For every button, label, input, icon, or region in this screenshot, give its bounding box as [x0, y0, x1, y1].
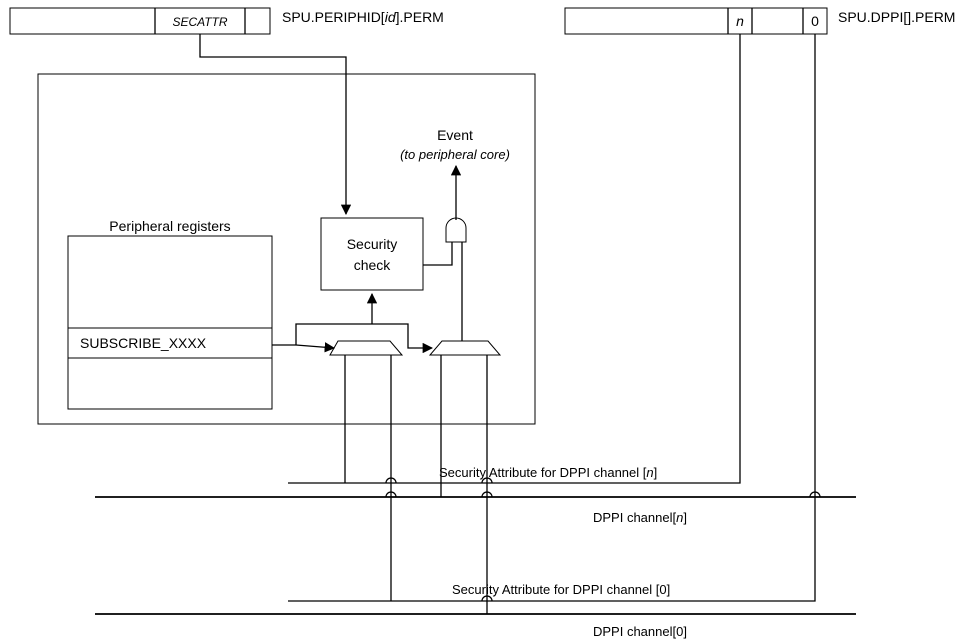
dppi-register-title: SPU.DPPI[].PERM [838, 9, 955, 25]
dppi-bit-0-label: 0 [811, 13, 819, 29]
security-check-box [320, 217, 424, 291]
crossover-hop [481, 491, 493, 498]
dppi-channel-0-label: DPPI channel[0] [593, 624, 687, 639]
wire-crossovers [385, 477, 821, 602]
peripheral-registers-box [67, 235, 273, 410]
secattr-field-label: SECATTR [172, 15, 227, 29]
spu-dppi-perm-register: n 0 SPU.DPPI[].PERM [564, 7, 955, 35]
dppi-bit-n-label: n [736, 13, 744, 29]
secattr-0-label: Security Attribute for DPPI channel [0] [452, 582, 670, 597]
security-check-label-line2: check [354, 257, 392, 273]
event-sublabel: (to peripheral core) [400, 147, 510, 162]
secattr-n-line [288, 34, 741, 484]
and-gate [445, 217, 467, 243]
mux-channel-select-1 [329, 340, 404, 356]
peripheral-registers-title: Peripheral registers [109, 218, 230, 234]
security-check-to-gate-wire [423, 242, 453, 266]
spu-periphid-perm-register: SECATTR SPU.PERIPHID[id].PERM [9, 7, 444, 35]
peripheral-registers-block: Peripheral registers SUBSCRIBE_XXXX [67, 218, 273, 410]
subscribe-register-label: SUBSCRIBE_XXXX [80, 335, 207, 351]
secattr-0-line [288, 34, 816, 602]
event-label: Event [437, 127, 473, 143]
mux-channel-select-2 [428, 340, 502, 356]
crossover-hop [385, 491, 397, 498]
subscribe-register-row [67, 327, 273, 359]
security-check-label-line1: Security [347, 236, 398, 252]
secattr-n-label: Security Attribute for DPPI channel [n] [439, 465, 657, 480]
periphid-register-box [9, 7, 271, 35]
periphid-register-title: SPU.PERIPHID[id].PERM [282, 9, 444, 25]
crossover-hop [481, 595, 493, 602]
dppi-channel-n-label: DPPI channel[n] [593, 510, 687, 525]
subscribe-to-mux2-wire [295, 323, 434, 354]
security-check-block: Security check [320, 217, 424, 291]
crossover-hop [809, 491, 821, 498]
crossover-hop [481, 477, 493, 484]
crossover-hop [385, 477, 397, 484]
dppi-register-box [564, 7, 828, 35]
secattr-to-security-check-wire [199, 34, 352, 216]
subscribe-to-mux1-wire [295, 342, 336, 353]
